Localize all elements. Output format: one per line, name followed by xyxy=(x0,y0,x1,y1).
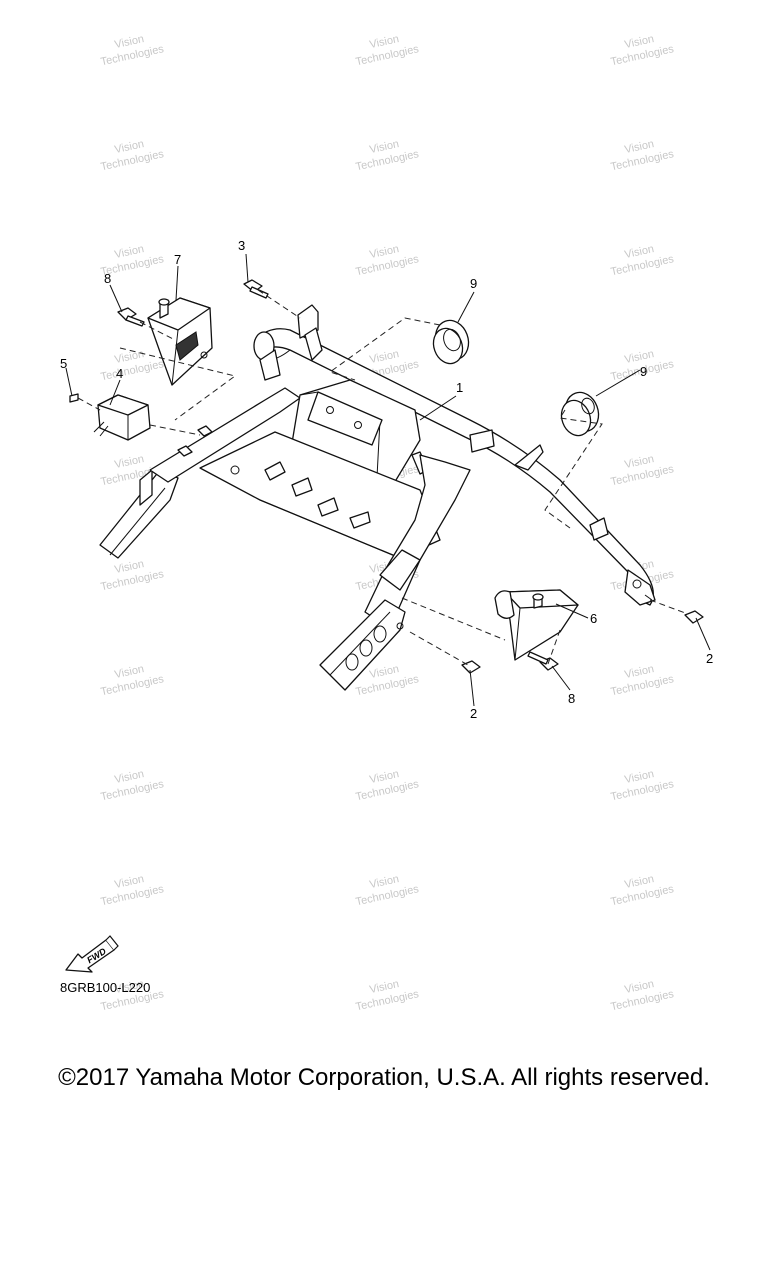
callout-6: 6 xyxy=(590,611,597,626)
bolt-on-frame xyxy=(177,425,213,457)
callout-9-upper: 9 xyxy=(470,276,477,291)
clip-part-5 xyxy=(69,393,79,403)
copyright-notice: ©2017 Yamaha Motor Corporation, U.S.A. A… xyxy=(58,1064,710,1091)
fwd-arrow-icon: FWD xyxy=(65,935,119,973)
callout-4: 4 xyxy=(116,366,123,381)
callout-labels: 1 2 2 3 4 5 6 7 8 8 9 9 xyxy=(60,238,713,721)
leader-lines xyxy=(65,253,711,707)
callout-7: 7 xyxy=(174,252,181,267)
bracket-part-4 xyxy=(93,394,151,441)
rubber-cap-part-9-right xyxy=(560,391,600,437)
bracket-part-7 xyxy=(147,297,213,386)
callout-3: 3 xyxy=(238,238,245,253)
frame-part-1 xyxy=(99,304,656,691)
callout-9-right: 9 xyxy=(640,364,647,379)
bracket-part-6 xyxy=(494,589,579,661)
bolt-part-3 xyxy=(243,279,269,299)
bolt-part-8-lower xyxy=(527,651,559,671)
bolt-part-2-right xyxy=(684,610,704,624)
callout-1: 1 xyxy=(456,380,463,395)
rubber-cap-part-9-upper xyxy=(432,319,470,365)
callout-8-upper: 8 xyxy=(104,271,111,286)
bolt-part-8-upper xyxy=(117,307,145,327)
callout-2-right: 2 xyxy=(706,651,713,666)
callout-5: 5 xyxy=(60,356,67,371)
callout-8-lower: 8 xyxy=(568,691,575,706)
callout-2-lower: 2 xyxy=(470,706,477,721)
assembly-lines xyxy=(77,289,689,666)
diagram-code: 8GRB100-L220 xyxy=(60,980,151,995)
